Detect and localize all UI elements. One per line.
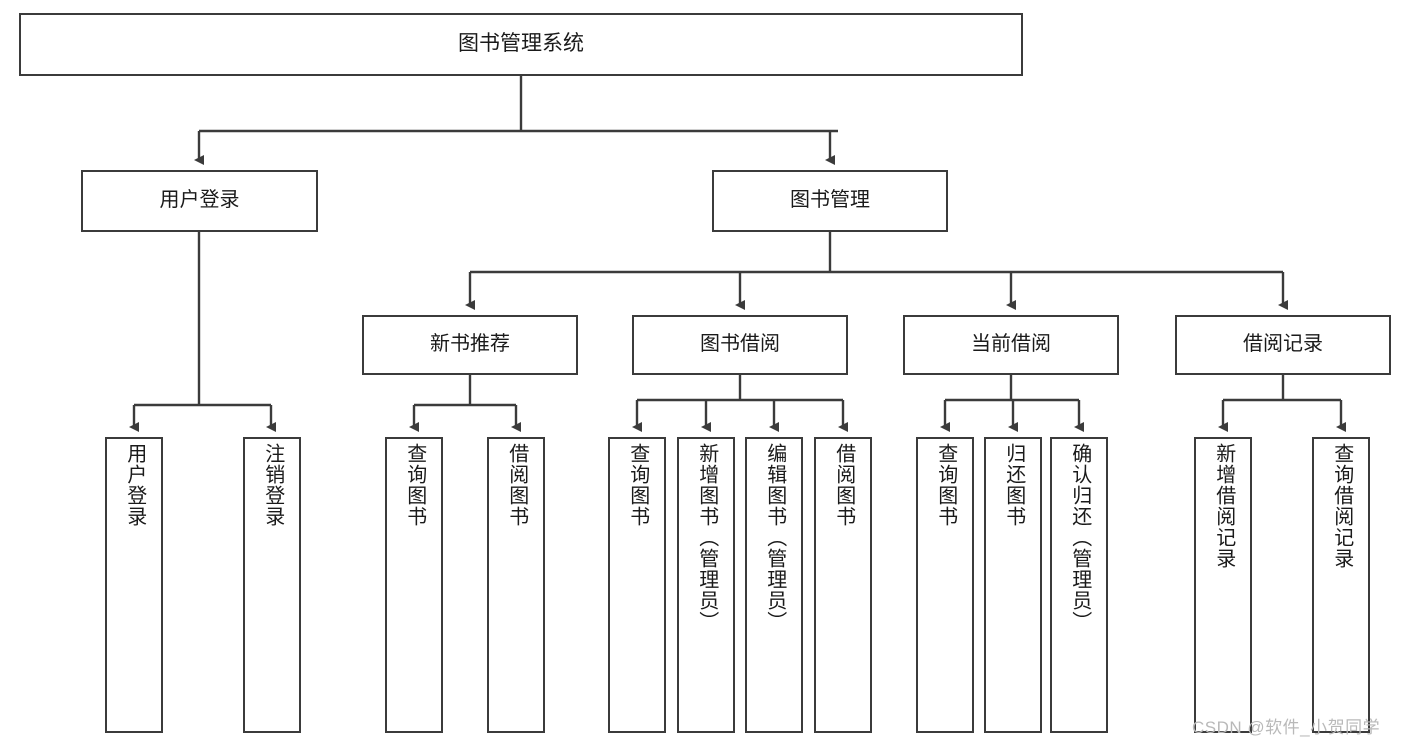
node-label: 确认归还（管理员） [1068,443,1091,632]
node-label: 查询图书 [934,443,957,527]
node-label: 借阅图书 [832,443,855,527]
leaf-book-borrow-add-book-admin[interactable]: 新增图书（管理员） [677,437,735,733]
node-label: 当前借阅 [971,333,1051,356]
node-label: 图书管理系统 [458,32,584,56]
leaf-book-borrow-borrow-book[interactable]: 借阅图书 [814,437,872,733]
node-new-book-recommend[interactable]: 新书推荐 [362,315,578,375]
leaf-current-borrow-return-book[interactable]: 归还图书 [984,437,1042,733]
node-label: 注销登录 [261,443,284,527]
leaf-user-login-logout[interactable]: 注销登录 [243,437,301,733]
node-label: 编辑图书（管理员） [763,443,786,632]
node-user-login[interactable]: 用户登录 [81,170,318,232]
node-label: 图书借阅 [700,333,780,356]
node-label: 图书管理 [790,189,870,212]
watermark: CSDN @软件_小贺同学 [1192,718,1381,737]
node-label: 借阅记录 [1243,333,1323,356]
leaf-book-borrow-query-book[interactable]: 查询图书 [608,437,666,733]
node-label: 用户登录 [123,443,146,527]
node-borrow-record[interactable]: 借阅记录 [1175,315,1391,375]
node-current-borrow[interactable]: 当前借阅 [903,315,1119,375]
node-label: 借阅图书 [505,443,528,527]
node-book-borrow[interactable]: 图书借阅 [632,315,848,375]
node-label: 新增借阅记录 [1212,443,1235,569]
node-label: 新增图书（管理员） [695,443,718,632]
leaf-borrow-record-query-record[interactable]: 查询借阅记录 [1312,437,1370,733]
node-root-book-management-system[interactable]: 图书管理系统 [19,13,1023,76]
node-label: 查询图书 [626,443,649,527]
leaf-book-borrow-edit-book-admin[interactable]: 编辑图书（管理员） [745,437,803,733]
leaf-new-book-query-book[interactable]: 查询图书 [385,437,443,733]
node-label: 归还图书 [1002,443,1025,527]
node-label: 新书推荐 [430,333,510,356]
node-label: 查询图书 [403,443,426,527]
node-book-management[interactable]: 图书管理 [712,170,948,232]
node-label: 用户登录 [159,189,240,212]
leaf-current-borrow-query-book[interactable]: 查询图书 [916,437,974,733]
leaf-current-borrow-confirm-return-admin[interactable]: 确认归还（管理员） [1050,437,1108,733]
leaf-new-book-borrow-book[interactable]: 借阅图书 [487,437,545,733]
leaf-borrow-record-add-record[interactable]: 新增借阅记录 [1194,437,1252,733]
node-label: 查询借阅记录 [1330,443,1353,569]
leaf-user-login-login[interactable]: 用户登录 [105,437,163,733]
